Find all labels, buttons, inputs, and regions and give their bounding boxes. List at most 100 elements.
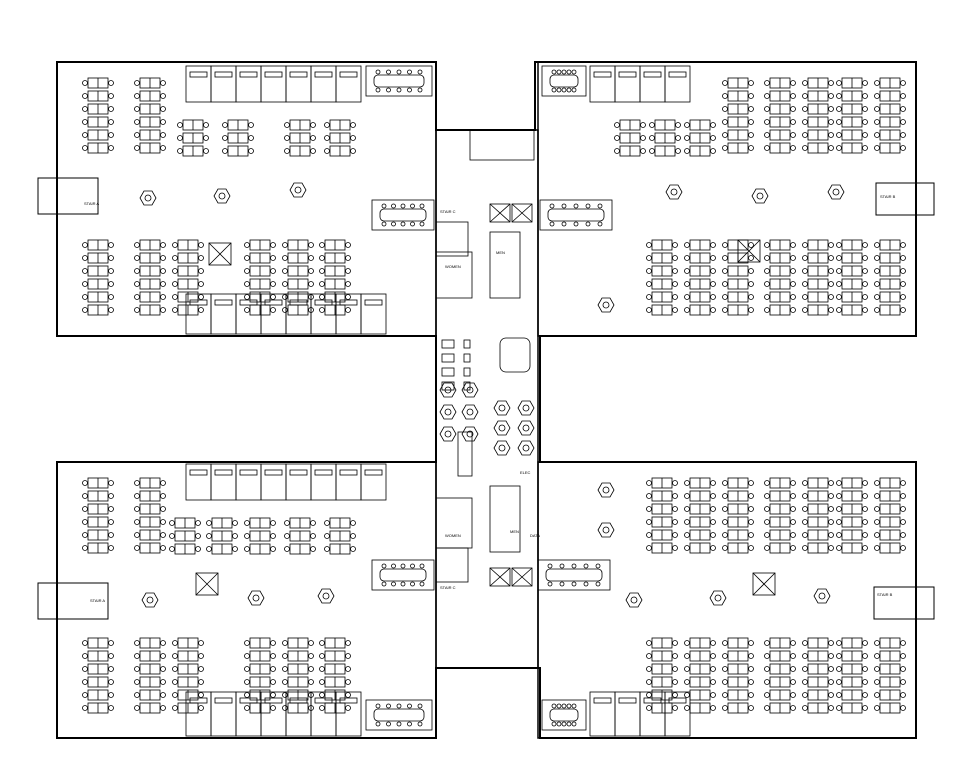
chair — [710, 692, 716, 698]
chair — [764, 545, 770, 551]
chair — [134, 268, 140, 274]
chair — [160, 307, 166, 313]
chair — [710, 653, 716, 659]
chair — [764, 119, 770, 125]
chair — [169, 546, 175, 552]
chair — [862, 93, 868, 99]
wing-outlines — [56, 61, 917, 739]
chair — [172, 307, 178, 313]
chair — [345, 640, 351, 646]
conference-table — [379, 568, 427, 582]
conference-room — [541, 65, 587, 97]
chair — [172, 268, 178, 274]
chair — [722, 119, 728, 125]
round-table — [439, 404, 457, 420]
chair — [172, 705, 178, 711]
round-table — [517, 400, 535, 416]
column-shaft — [195, 572, 219, 596]
chair — [82, 532, 88, 538]
chair — [108, 640, 114, 646]
chair — [270, 533, 276, 539]
chair — [675, 122, 681, 128]
room-label-women: WOMEN — [445, 264, 461, 269]
chair — [232, 546, 238, 552]
chair — [874, 666, 880, 672]
chair — [710, 122, 716, 128]
chair — [646, 640, 652, 646]
chair — [802, 294, 808, 300]
chair — [646, 705, 652, 711]
chair — [874, 640, 880, 646]
chair — [764, 294, 770, 300]
chair — [172, 692, 178, 698]
chair — [802, 640, 808, 646]
chair — [82, 493, 88, 499]
round-table — [461, 382, 479, 398]
cafe-booth — [441, 339, 455, 349]
chair — [684, 255, 690, 261]
chair — [172, 679, 178, 685]
chair — [836, 80, 842, 86]
chair — [802, 281, 808, 287]
private-office — [210, 463, 237, 501]
room-label-women2: WOMEN — [445, 533, 461, 538]
chair — [748, 653, 754, 659]
chair — [802, 480, 808, 486]
chair — [802, 519, 808, 525]
chair — [282, 294, 288, 300]
chair — [862, 294, 868, 300]
chair — [160, 545, 166, 551]
chair — [684, 666, 690, 672]
column-shaft — [737, 239, 761, 263]
chair — [748, 493, 754, 499]
chair — [172, 653, 178, 659]
chair — [722, 640, 728, 646]
chair — [764, 480, 770, 486]
chair — [319, 268, 325, 274]
chair — [282, 653, 288, 659]
chair — [108, 255, 114, 261]
chair — [248, 135, 254, 141]
chair — [684, 679, 690, 685]
chair — [308, 679, 314, 685]
chair — [722, 132, 728, 138]
chair — [308, 242, 314, 248]
chair — [270, 242, 276, 248]
private-office — [589, 65, 616, 103]
chair — [134, 506, 140, 512]
private-office — [235, 65, 262, 103]
chair — [108, 106, 114, 112]
chair — [764, 80, 770, 86]
chair — [748, 640, 754, 646]
chair — [134, 705, 140, 711]
chair — [748, 255, 754, 261]
round-table — [597, 482, 615, 498]
chair — [108, 480, 114, 486]
chair — [160, 294, 166, 300]
chair — [646, 653, 652, 659]
chair — [350, 533, 356, 539]
stair-a-tl — [37, 177, 99, 215]
chair — [308, 281, 314, 287]
chair — [160, 93, 166, 99]
chair — [345, 705, 351, 711]
chair — [160, 106, 166, 112]
chair — [646, 480, 652, 486]
chair — [232, 533, 238, 539]
chair — [324, 148, 330, 154]
chair — [345, 666, 351, 672]
chair — [675, 135, 681, 141]
chair — [862, 307, 868, 313]
chair — [836, 532, 842, 538]
chair — [198, 255, 204, 261]
stair-a-bl — [37, 582, 109, 620]
chair — [672, 242, 678, 248]
chair — [672, 519, 678, 525]
room-label-men: MEN — [496, 250, 505, 255]
chair — [82, 268, 88, 274]
round-table — [139, 190, 157, 206]
chair — [672, 532, 678, 538]
chair — [828, 545, 834, 551]
chair — [790, 532, 796, 538]
chair — [324, 122, 330, 128]
